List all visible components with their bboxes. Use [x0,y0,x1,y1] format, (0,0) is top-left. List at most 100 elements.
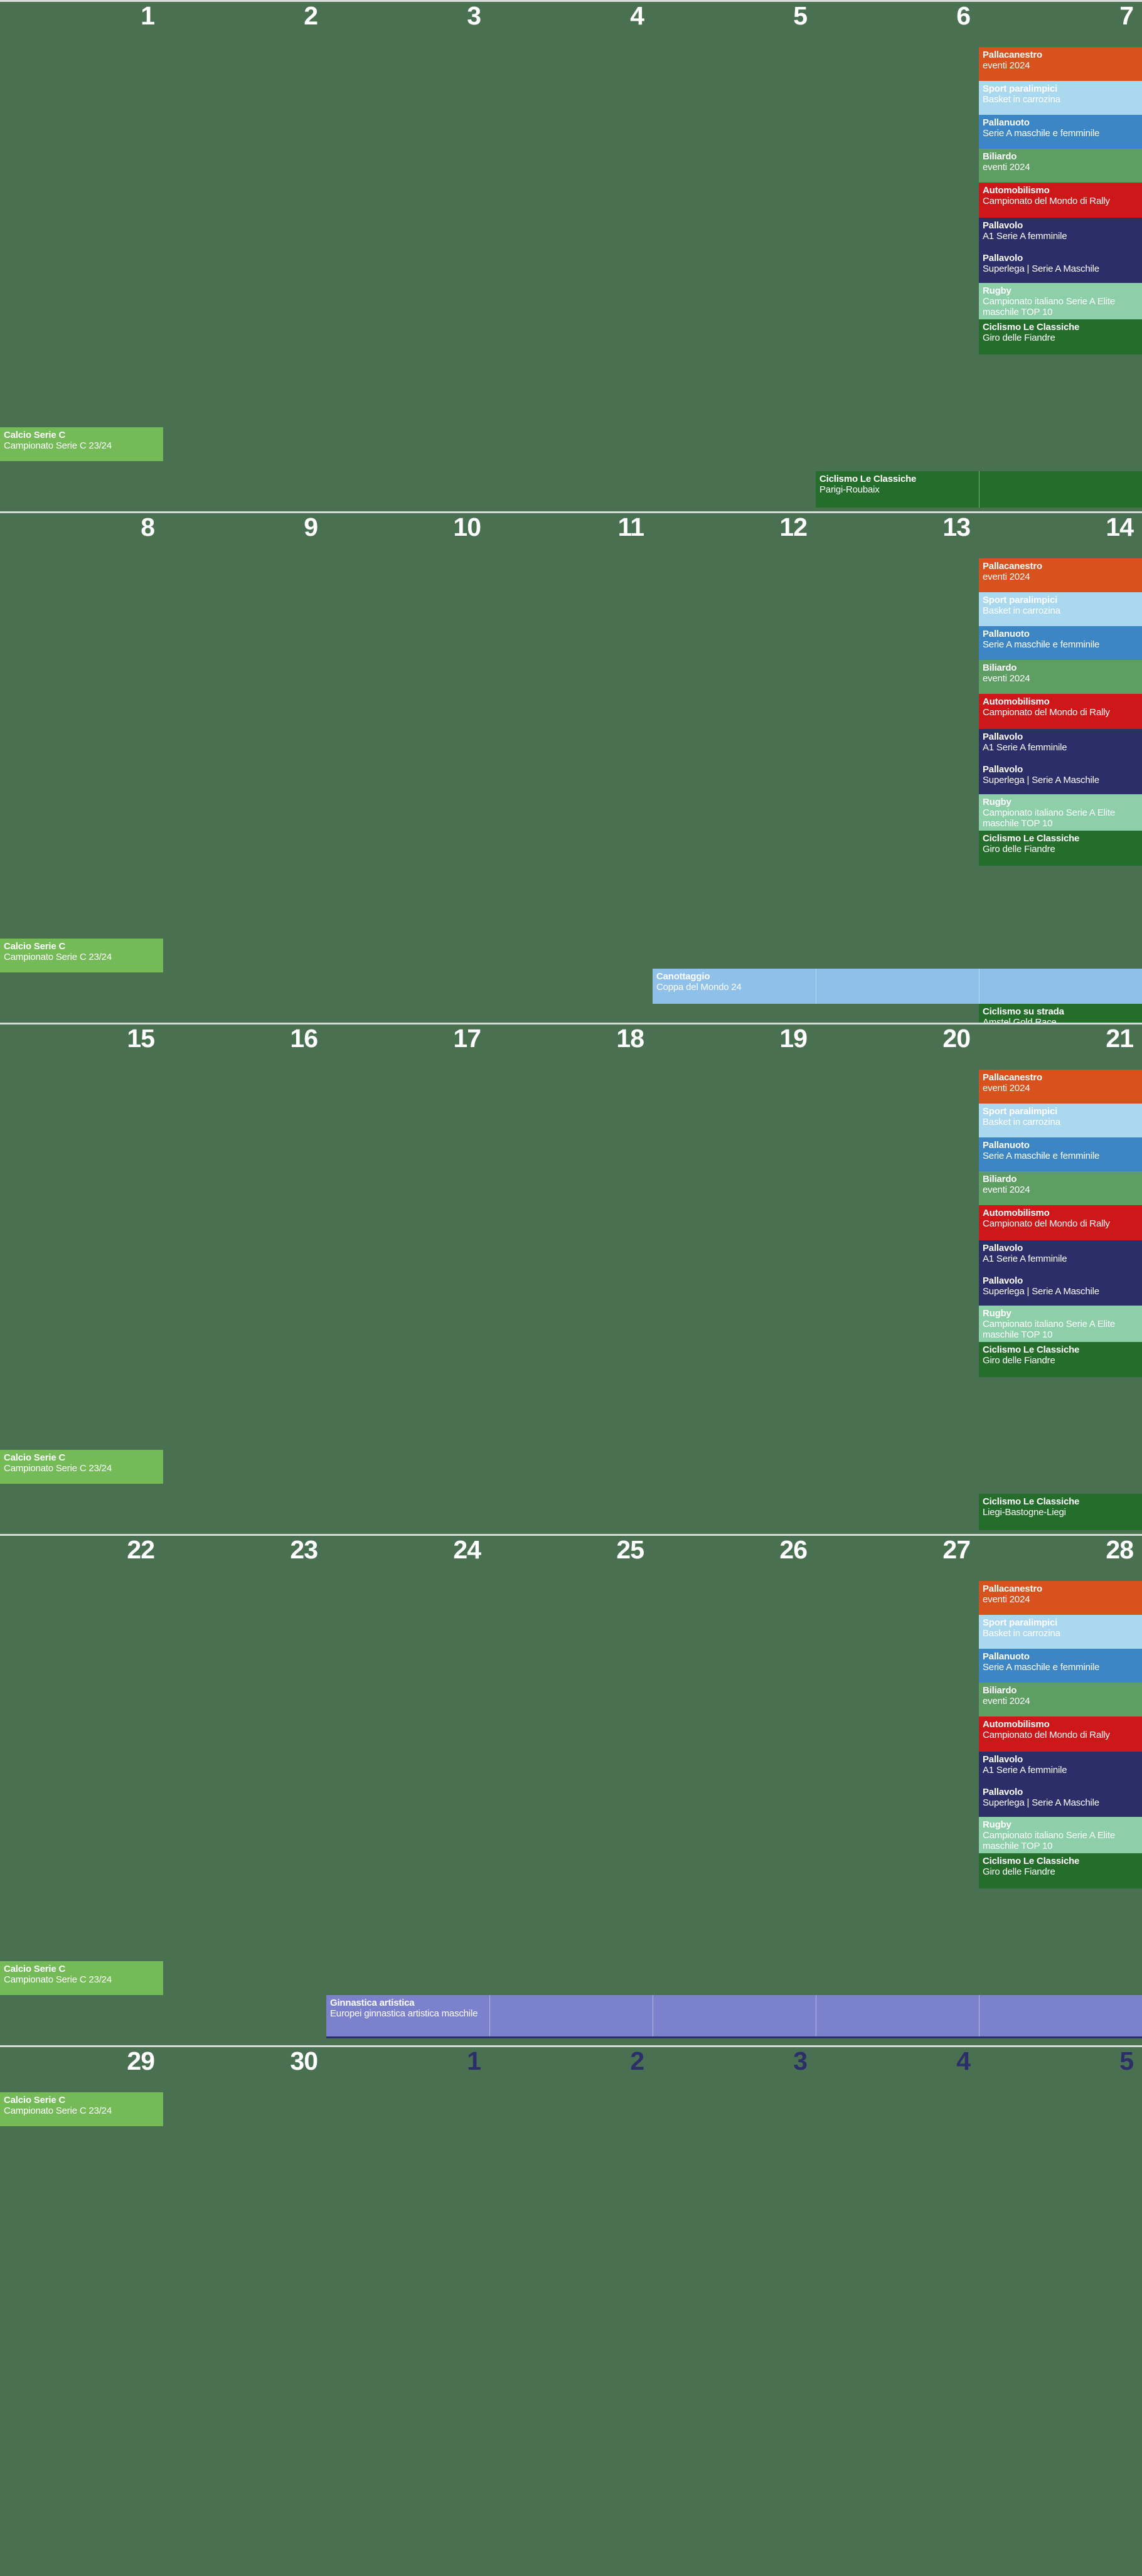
day-number[interactable]: 2 [630,2046,644,2075]
event-subtitle: Basket in carrozina [983,1628,1060,1639]
day-number[interactable]: 28 [1106,1535,1134,1564]
day-number[interactable]: 4 [956,2046,971,2075]
event-title: Automobilismo [983,1208,1050,1218]
event-subtitle: A1 Serie A femminile [983,1253,1067,1265]
event-title: Rugby [983,797,1011,807]
event-title: Biliardo [983,1685,1017,1696]
day-number[interactable]: 18 [616,1024,644,1053]
day-number[interactable]: 11 [617,513,644,541]
event-title: Ciclismo Le Classiche [983,1856,1080,1866]
day-number[interactable]: 8 [141,513,155,541]
event-subtitle: Serie A maschile e femminile [983,128,1100,139]
day-number[interactable]: 23 [290,1535,318,1564]
event-subtitle: Giro delle Fiandre [983,844,1055,855]
day-number[interactable]: 29 [127,2046,155,2075]
day-number[interactable]: 3 [467,1,481,30]
day-number[interactable]: 27 [942,1535,971,1564]
day-number[interactable]: 25 [616,1535,644,1564]
day-number[interactable]: 1 [141,1,155,30]
event-subtitle: eventi 2024 [983,572,1030,583]
day-number[interactable]: 14 [1106,513,1134,541]
day-number[interactable]: 12 [779,513,808,541]
day-number[interactable]: 2 [304,1,318,30]
day-number[interactable]: 7 [1119,1,1134,30]
day-number[interactable]: 19 [779,1024,808,1053]
day-number[interactable]: 22 [127,1535,155,1564]
day-number[interactable]: 9 [304,513,318,541]
day-number[interactable]: 13 [942,513,971,541]
day-number[interactable]: 17 [453,1024,481,1053]
event-subtitle: Superlega | Serie A Maschile [983,1797,1099,1809]
event-subtitle: Coppa del Mondo 24 [656,982,742,993]
day-number[interactable]: 21 [1106,1024,1134,1053]
event-title: Pallanuoto [983,1651,1030,1662]
day-number[interactable]: 5 [1119,2046,1134,2075]
day-number[interactable]: 5 [793,1,808,30]
event-subtitle: Serie A maschile e femminile [983,1662,1100,1673]
event-title: Pallavolo [983,253,1023,263]
day-number[interactable]: 26 [779,1535,808,1564]
day-number[interactable]: 16 [290,1024,318,1053]
day-number[interactable]: 30 [290,2046,318,2075]
day-number[interactable]: 3 [793,2046,808,2075]
day-number[interactable]: 1 [467,2046,481,2075]
day-number[interactable]: 10 [453,513,481,541]
event-subtitle: Campionato del Mondo di Rally [983,1730,1110,1741]
day-number[interactable]: 6 [956,1,971,30]
day-number[interactable]: 4 [630,1,644,30]
day-number[interactable]: 24 [453,1535,481,1564]
event-title: Pallavolo [983,732,1023,742]
day-number[interactable]: 20 [942,1024,971,1053]
event-subtitle: eventi 2024 [983,60,1030,72]
day-number[interactable]: 15 [127,1024,155,1053]
